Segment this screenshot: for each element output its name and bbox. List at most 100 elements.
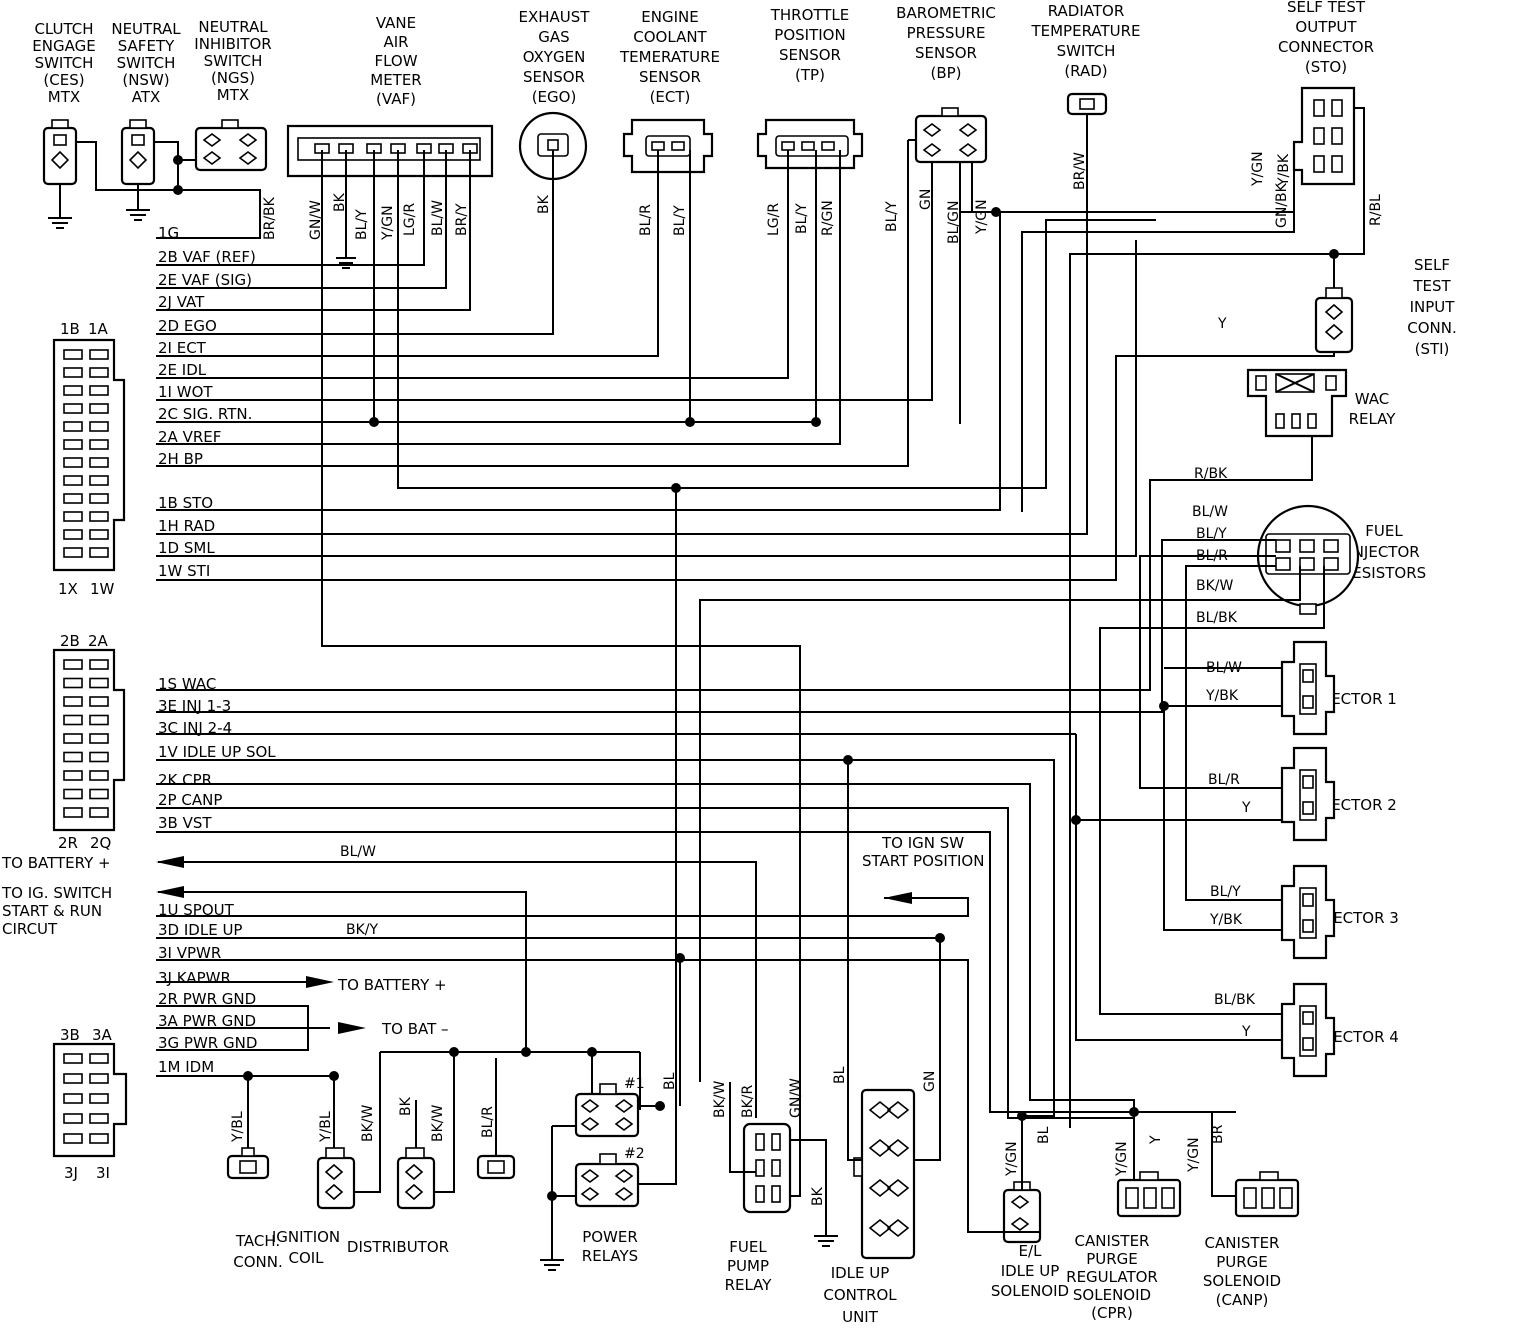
component-title-sti: CONN. bbox=[1407, 319, 1457, 337]
wire-color-label: BL bbox=[1036, 1126, 1052, 1144]
wire-color-label: BL/Y bbox=[1196, 526, 1227, 542]
ecu-pin-label: 2P CANP bbox=[158, 791, 222, 809]
component-title-ect: COOLANT bbox=[633, 28, 707, 46]
ecu-pin bbox=[89, 475, 109, 486]
off-page-label: TO BATTERY + bbox=[1, 854, 111, 872]
ecu-pin-label: 1B STO bbox=[158, 494, 213, 512]
wire-color-label: GN/W bbox=[308, 200, 324, 240]
canister-purge-solenoid bbox=[1234, 1171, 1300, 1218]
component-title-fir: INJECTOR bbox=[1348, 543, 1419, 561]
ecu-pin bbox=[89, 529, 109, 540]
self-test-output-connector bbox=[1292, 86, 1356, 186]
throttle-position-sensor bbox=[756, 118, 864, 170]
connector-label: 1B bbox=[60, 320, 80, 338]
ecu-pin-label: 3C INJ 2-4 bbox=[158, 719, 232, 737]
ecu-pin-label: 3E INJ 1-3 bbox=[158, 697, 231, 715]
ecu-pin-label: 1M IDM bbox=[158, 1058, 214, 1076]
off-page-label: TO IG. SWITCH bbox=[1, 884, 112, 902]
junction-dot bbox=[843, 755, 853, 765]
wire-color-label: Y/GN bbox=[1186, 1137, 1202, 1173]
ecu-pin bbox=[89, 439, 109, 450]
distributor bbox=[396, 1147, 436, 1210]
component-title-canp: SOLENOID bbox=[1203, 1272, 1281, 1290]
component-title-sti: SELF bbox=[1414, 256, 1450, 274]
junction-dot bbox=[521, 1047, 531, 1057]
junction-dot bbox=[811, 417, 821, 427]
ecu-pin bbox=[63, 493, 83, 504]
connector-label: 2R bbox=[58, 834, 78, 852]
wire-color-label: BK/Y bbox=[346, 922, 379, 938]
ecu-pin-label: 2E VAF (SIG) bbox=[158, 271, 252, 289]
component-title-bp: PRESSURE bbox=[907, 24, 986, 42]
radiator-temperature-switch bbox=[1066, 92, 1108, 116]
wire-color-label: BL/BK bbox=[1196, 610, 1238, 626]
canister-purge-regulator-solenoid bbox=[1116, 1171, 1182, 1218]
injector-3-connector bbox=[1280, 864, 1336, 960]
ecu-pin bbox=[63, 677, 83, 689]
component-title-vaf: FLOW bbox=[374, 52, 417, 70]
wire-color-label: BR/Y bbox=[454, 203, 470, 236]
component-title-vaf: METER bbox=[370, 71, 421, 89]
ecu-pin-label: 1G bbox=[158, 224, 179, 242]
junction-dot bbox=[991, 207, 1001, 217]
ecu-pin-label: 2C SIG. RTN. bbox=[158, 405, 252, 423]
wire-color-label: BL/W bbox=[340, 844, 376, 860]
junction-dots bbox=[173, 155, 1339, 1201]
ecu-pin-label: 2H BP bbox=[158, 450, 203, 468]
off-page-label: TO BAT – bbox=[381, 1020, 449, 1038]
junction-dot bbox=[243, 1071, 253, 1081]
component-title-canp: PURGE bbox=[1216, 1253, 1268, 1271]
ecu-pin bbox=[63, 511, 83, 522]
component-title-sto: OUTPUT bbox=[1295, 18, 1357, 36]
ecu-pin bbox=[89, 696, 109, 707]
component-title-canp: CANISTER bbox=[1205, 1234, 1280, 1252]
ecu-pin bbox=[63, 421, 83, 432]
component-title-ces: ENGAGE bbox=[32, 37, 95, 55]
wire-color-label: BK bbox=[398, 1096, 414, 1116]
clutch-engage-switch bbox=[42, 119, 78, 229]
wire-color-label: BK/W bbox=[360, 1104, 376, 1142]
ecu-pin bbox=[89, 807, 109, 818]
component-title-sti: INPUT bbox=[1410, 298, 1456, 316]
ecu-pin-label: 3G PWR GND bbox=[158, 1034, 257, 1052]
ecu-pin-label: 2E IDL bbox=[158, 361, 207, 379]
wire-color-label: BL/R bbox=[480, 1106, 496, 1138]
wire-color-label: LG/R bbox=[766, 203, 782, 236]
relay-labels: #1#2 bbox=[624, 1076, 645, 1162]
ecu-pin bbox=[63, 751, 83, 763]
wire-color-label: Y/BK bbox=[1209, 912, 1243, 928]
wire-color-label: BL/Y bbox=[884, 201, 900, 232]
component-title-cpr: SOLENOID bbox=[1073, 1286, 1151, 1304]
component-title-cpr: PURGE bbox=[1086, 1250, 1138, 1268]
wire-color-label: Y bbox=[1241, 800, 1251, 816]
junction-dot bbox=[547, 1191, 557, 1201]
wire-color-label: BK bbox=[332, 192, 348, 212]
ecu-pin bbox=[63, 770, 83, 781]
component-title-sto: (STO) bbox=[1305, 58, 1347, 76]
ecu-pin-label: 3D IDLE UP bbox=[158, 921, 242, 939]
ecu-pin bbox=[89, 511, 109, 522]
ecu-pin bbox=[89, 385, 109, 396]
component-title-tach: CONN. bbox=[233, 1253, 283, 1271]
ecu-pin bbox=[89, 733, 109, 744]
junction-dot bbox=[685, 417, 695, 427]
wiring bbox=[76, 107, 1365, 1271]
wire-color-label: BL/Y bbox=[354, 209, 370, 240]
component-title-fpr: PUMP bbox=[727, 1257, 769, 1275]
ecu-pin bbox=[63, 529, 83, 540]
connector-label: 2A bbox=[88, 632, 109, 650]
ecu-pin-label: 1U SPOUT bbox=[158, 901, 235, 919]
component-title-iusol: E/L bbox=[1019, 1242, 1043, 1260]
ecu-pin-label: 1D SML bbox=[158, 539, 215, 557]
ecu-pin-label: 1W STI bbox=[158, 562, 210, 580]
ecu-connector-3 bbox=[52, 1042, 128, 1158]
ecu-pin bbox=[63, 457, 83, 468]
component-title-ego: GAS bbox=[538, 28, 569, 46]
component-title-nsw: ATX bbox=[132, 88, 161, 106]
ecu-pin bbox=[89, 770, 109, 781]
fuel-pump-relay bbox=[742, 1122, 792, 1214]
wire-color-label: GN/BK bbox=[1274, 182, 1290, 228]
ecu-pin-label: 1V IDLE UP SOL bbox=[158, 743, 276, 761]
injector-2-connector bbox=[1280, 746, 1336, 842]
